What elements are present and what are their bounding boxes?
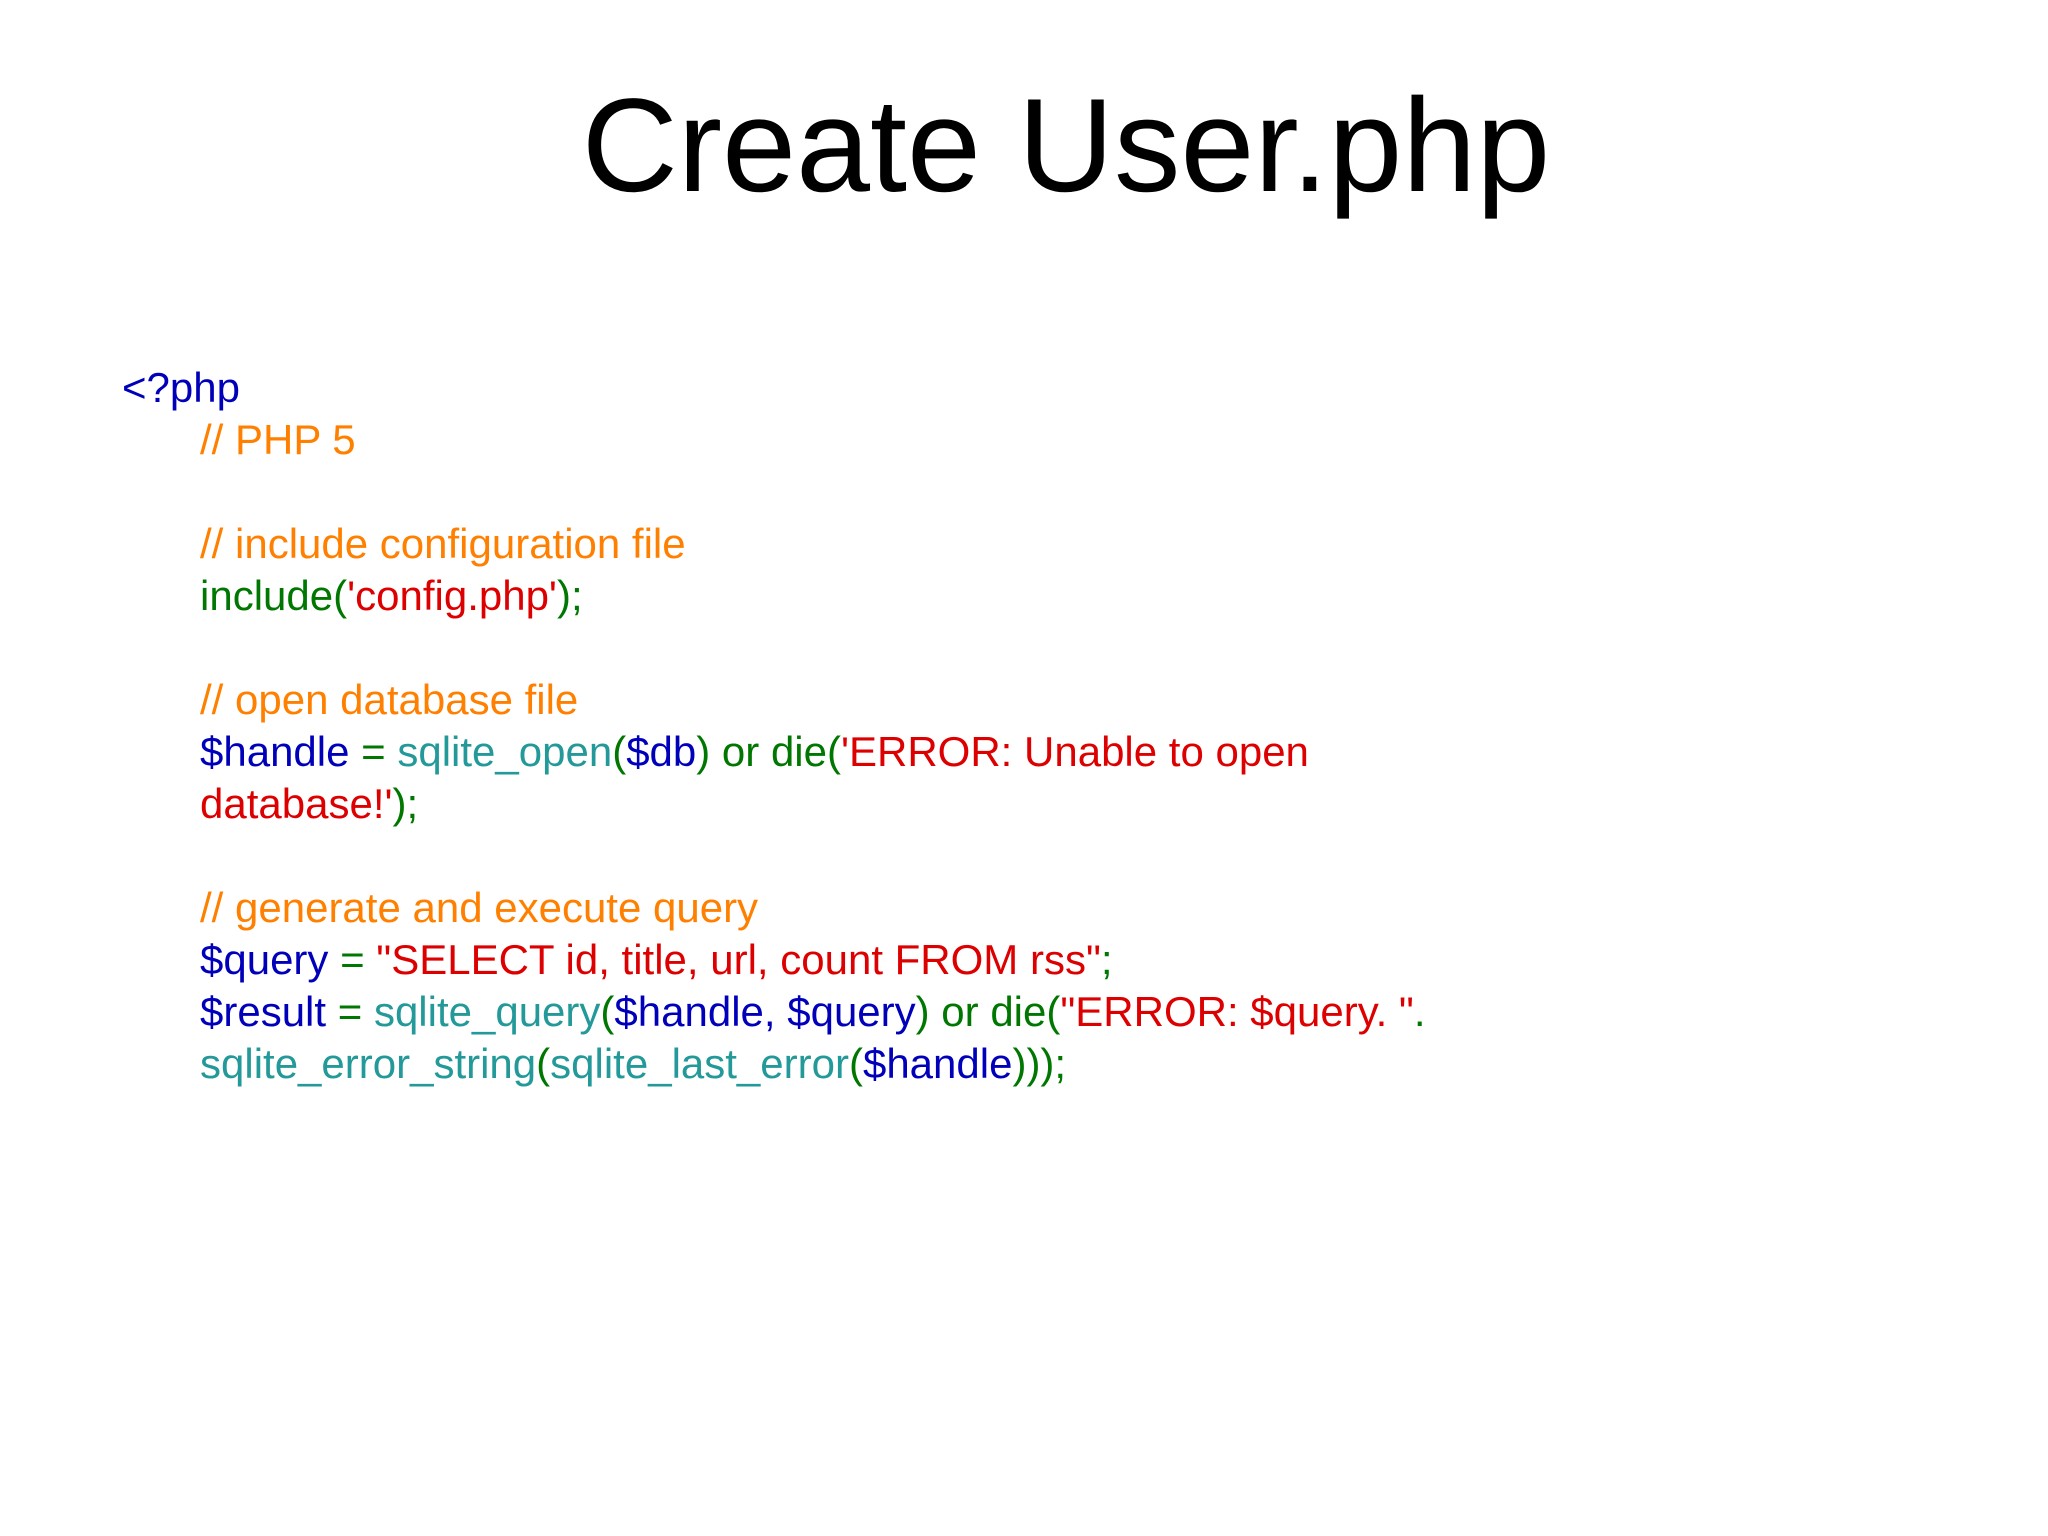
- code-segment-comment: // include configuration file: [200, 520, 686, 567]
- code-line: $result = sqlite_query($handle, $query) …: [122, 986, 1426, 1038]
- code-line: // PHP 5: [122, 414, 1426, 466]
- code-segment-function: sqlite_error_string: [200, 1040, 537, 1087]
- code-segment-keyword: );: [556, 572, 583, 619]
- code-segment-keyword: (: [848, 1040, 863, 1087]
- code-segment-keyword: =: [361, 728, 398, 775]
- code-segment-keyword: =: [340, 936, 377, 983]
- code-segment-string: "SELECT id, title, url, count FROM rss": [376, 936, 1101, 983]
- code-segment-variable: <?php: [122, 364, 240, 411]
- code-segment-variable: $result: [200, 988, 338, 1035]
- code-segment-string: 'config.php': [347, 572, 557, 619]
- code-segment-comment: // PHP 5: [200, 416, 356, 463]
- code-line: [122, 830, 1426, 882]
- code-segment-keyword: =: [337, 988, 374, 1035]
- code-segment-string: 'ERROR: Unable to open: [840, 728, 1309, 775]
- code-line: $query = "SELECT id, title, url, count F…: [122, 934, 1426, 986]
- code-segment-keyword: )));: [1012, 1040, 1067, 1087]
- code-segment-variable: $handle: [862, 1040, 1013, 1087]
- code-segment-comment: // generate and execute query: [200, 884, 759, 931]
- code-segment-variable: $handle: [200, 728, 362, 775]
- code-segment-keyword: .: [1413, 988, 1426, 1035]
- code-line: // open database file: [122, 674, 1426, 726]
- code-segment-keyword: );: [392, 780, 419, 827]
- code-segment-function: sqlite_open: [397, 728, 613, 775]
- code-segment-comment: // open database file: [200, 676, 579, 723]
- code-segment-string: database!': [200, 780, 393, 827]
- code-segment-string: "ERROR: $query. ": [1060, 988, 1414, 1035]
- code-line: // include configuration file: [122, 518, 1426, 570]
- code-segment-keyword: ) or die(: [915, 988, 1061, 1035]
- code-segment-keyword: (: [536, 1040, 551, 1087]
- code-line: $handle = sqlite_open($db) or die('ERROR…: [122, 726, 1426, 778]
- code-line: [122, 622, 1426, 674]
- slide-title: Create User.php: [581, 72, 1551, 220]
- code-segment-keyword: ;: [1100, 936, 1113, 983]
- code-segment-keyword: ) or die(: [696, 728, 841, 775]
- code-block: <?php // PHP 5 // include configuration fi…: [122, 362, 1426, 1090]
- code-line: database!');: [122, 778, 1426, 830]
- code-line: include('config.php');: [122, 570, 1426, 622]
- code-line: sqlite_error_string(sqlite_last_error($h…: [122, 1038, 1426, 1090]
- code-line: <?php: [122, 362, 1426, 414]
- code-segment-variable: $handle, $query: [614, 988, 916, 1035]
- code-segment-keyword: include(: [200, 572, 348, 619]
- code-segment-variable: $query: [200, 936, 341, 983]
- code-segment-variable: $db: [626, 728, 697, 775]
- code-segment-keyword: (: [612, 728, 627, 775]
- code-line: // generate and execute query: [122, 882, 1426, 934]
- code-segment-keyword: (: [600, 988, 615, 1035]
- code-segment-function: sqlite_last_error: [550, 1040, 849, 1087]
- code-line: [122, 466, 1426, 518]
- code-segment-function: sqlite_query: [373, 988, 601, 1035]
